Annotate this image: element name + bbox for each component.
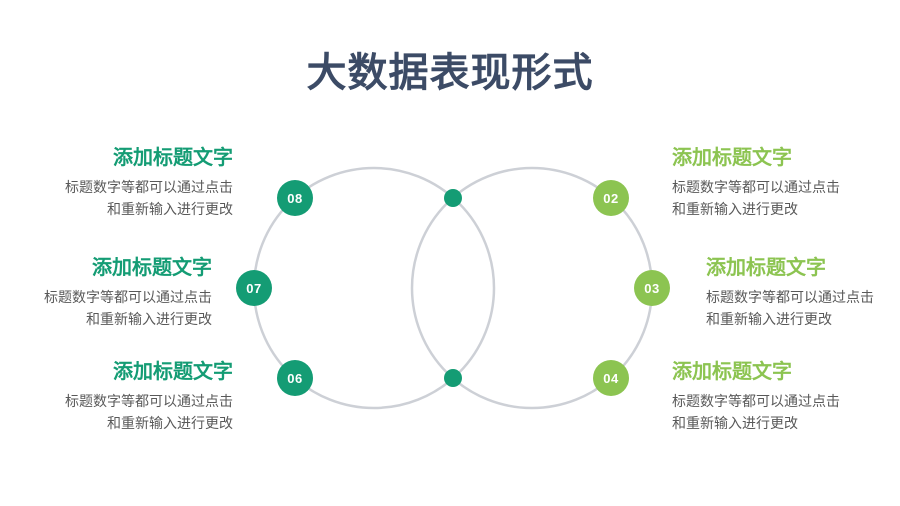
top-intersection-dot [444,189,462,207]
block-body-line1: 标题数字等都可以通过点击 [44,289,212,305]
node-badge-08: 08 [277,180,313,216]
block-heading: 添加标题文字 [113,361,233,383]
text-block-08: 添加标题文字 标题数字等都可以通过点击 和重新输入进行更改 [0,146,233,220]
node-badge-04: 04 [593,360,629,396]
block-heading: 添加标题文字 [672,147,792,169]
text-block-06: 添加标题文字 标题数字等都可以通过点击 和重新输入进行更改 [0,360,233,434]
node-number: 04 [603,370,619,386]
block-body-line1: 标题数字等都可以通过点击 [672,393,840,409]
block-body-line1: 标题数字等都可以通过点击 [672,179,840,195]
node-badge-07: 07 [236,270,272,306]
block-body-line2: 和重新输入进行更改 [107,201,233,217]
text-block-02: 添加标题文字 标题数字等都可以通过点击 和重新输入进行更改 [672,146,900,220]
node-badge-02: 02 [593,180,629,216]
text-block-04: 添加标题文字 标题数字等都可以通过点击 和重新输入进行更改 [672,360,900,434]
block-body-line2: 和重新输入进行更改 [706,311,832,327]
block-body-line1: 标题数字等都可以通过点击 [65,393,233,409]
block-heading: 添加标题文字 [92,257,212,279]
page-title: 大数据表现形式 [306,51,594,95]
text-block-03: 添加标题文字 标题数字等都可以通过点击 和重新输入进行更改 [706,256,900,330]
node-number: 07 [246,280,262,296]
block-heading: 添加标题文字 [672,361,792,383]
node-number: 08 [287,190,303,206]
node-badge-06: 06 [277,360,313,396]
node-number: 03 [644,280,660,296]
block-heading: 添加标题文字 [706,257,826,279]
block-body-line2: 和重新输入进行更改 [672,201,798,217]
node-number: 02 [603,190,619,206]
node-number: 06 [287,370,303,386]
block-heading: 添加标题文字 [113,147,233,169]
block-body-line1: 标题数字等都可以通过点击 [706,289,874,305]
block-body-line2: 和重新输入进行更改 [86,311,212,327]
block-body-line1: 标题数字等都可以通过点击 [65,179,233,195]
text-block-07: 添加标题文字 标题数字等都可以通过点击 和重新输入进行更改 [0,256,212,330]
block-body-line2: 和重新输入进行更改 [672,415,798,431]
bottom-intersection-dot [444,369,462,387]
node-badge-03: 03 [634,270,670,306]
block-body-line2: 和重新输入进行更改 [107,415,233,431]
